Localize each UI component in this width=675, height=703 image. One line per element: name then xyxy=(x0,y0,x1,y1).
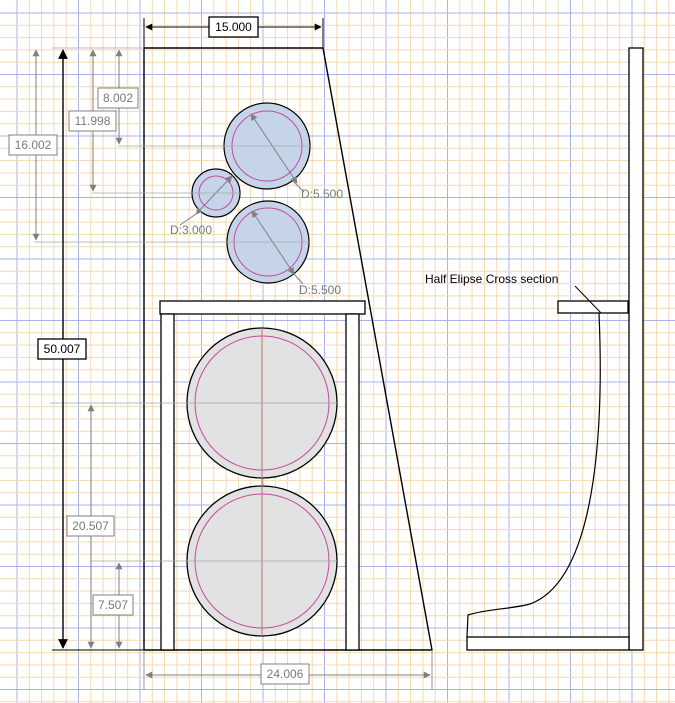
bottom-width-box[interactable] xyxy=(260,663,310,685)
half-ellipse-curve[interactable] xyxy=(466,312,601,638)
cross-section-label: Half Elipse Cross section xyxy=(425,272,558,286)
cabinet-side-view: Half Elipse Cross section xyxy=(425,47,644,651)
side-top-shelf[interactable] xyxy=(557,300,629,314)
lower-midrange-diameter-line xyxy=(251,210,295,275)
top-width-box[interactable] xyxy=(208,16,259,38)
baffle-left-post[interactable] xyxy=(160,313,175,651)
dim-7507-label: 7.507 xyxy=(98,598,128,612)
lower-midrange-diameter-label[interactable]: D:5.500 xyxy=(299,283,341,297)
baffle-right-post[interactable] xyxy=(345,313,360,651)
upper-midrange-driver[interactable] xyxy=(223,102,311,193)
cross-section-leader xyxy=(574,285,602,314)
upper-midrange-diameter-label[interactable]: D:5.500 xyxy=(301,187,343,201)
dim-16002-box[interactable] xyxy=(8,134,58,156)
side-bottom-plate[interactable] xyxy=(466,636,630,651)
dimensions: 15.000 50.007 8.002 11.998 16.002 20.507… xyxy=(8,16,433,690)
overall-height-label: 50.007 xyxy=(44,342,81,356)
dim-7507-box[interactable] xyxy=(92,594,134,616)
cabinet-front-view xyxy=(34,47,433,651)
bottom-width-label: 24.006 xyxy=(267,667,304,681)
dim-16002-label: 16.002 xyxy=(15,138,52,152)
lower-midrange-driver[interactable] xyxy=(226,200,310,285)
overall-height-box[interactable] xyxy=(37,338,87,360)
tweeter-diameter-label[interactable]: D:3.000 xyxy=(170,223,212,237)
upper-midrange-diameter-line xyxy=(250,113,298,184)
side-rear-panel[interactable] xyxy=(628,47,644,651)
tweeter-diameter-line xyxy=(195,175,233,215)
upper-midrange-leader xyxy=(291,179,305,193)
dim-11998-label: 11.998 xyxy=(75,114,111,128)
dim-8002-box[interactable] xyxy=(97,87,139,109)
dim-20507-box[interactable] xyxy=(66,515,115,537)
dim-20507-label: 20.507 xyxy=(72,519,109,533)
baffle-top-rail[interactable] xyxy=(159,300,366,315)
dim-8002-label: 8.002 xyxy=(103,91,133,105)
dim-11998-box[interactable] xyxy=(68,110,117,132)
lower-midrange-leader xyxy=(293,273,304,285)
top-width-label: 15.000 xyxy=(215,20,252,34)
tweeter-leader xyxy=(179,213,197,226)
